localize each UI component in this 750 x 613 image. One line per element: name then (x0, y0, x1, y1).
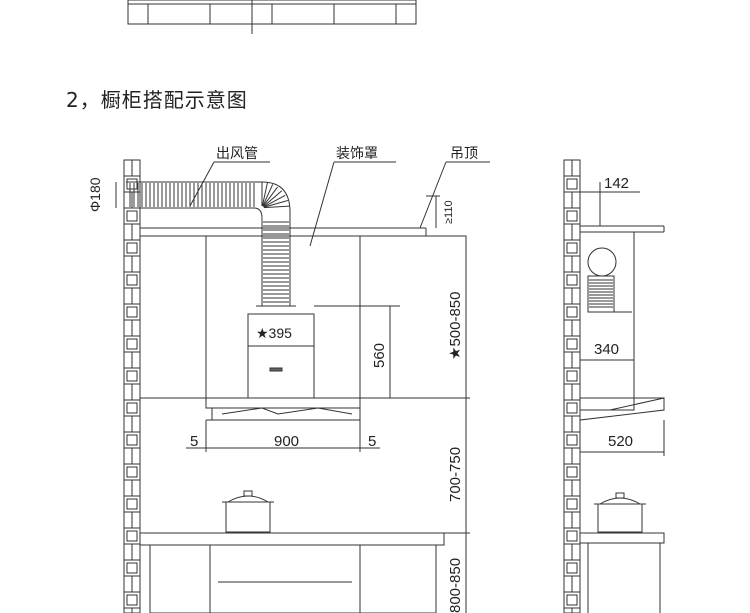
dim-side-left: 5 (190, 433, 198, 450)
dim-ceiling-gap: ≥110 (443, 200, 455, 224)
label-duct: 出风管 (216, 145, 258, 161)
side-view-hood (576, 182, 665, 613)
dim-hood-height: 560 (371, 343, 388, 368)
dim-hood-width: 900 (274, 433, 299, 450)
base-cabinet (139, 532, 445, 613)
brick-wall-side (563, 159, 581, 613)
dim-cooktop-height: 700-750 (447, 447, 464, 502)
label-ceiling: 吊顶 (450, 145, 478, 161)
ceiling-structure (139, 227, 470, 399)
top-brick-wall (127, 0, 417, 34)
brick-wall-left (123, 159, 141, 613)
dim-side-depth-cover: 340 (594, 341, 619, 358)
exhaust-duct (126, 181, 291, 306)
side-duct-bellows (589, 279, 613, 308)
label-cover: 装饰罩 (336, 145, 378, 161)
dim-duct-diameter: Φ180 (87, 177, 103, 212)
front-dimension-lines (115, 182, 470, 613)
dim-side-outlet: 142 (604, 175, 629, 192)
dim-mount-range: ★500-850 (447, 292, 464, 361)
section-title: 2，橱柜搭配示意图 (66, 88, 248, 112)
dim-counter-height: 800-850 (447, 558, 464, 613)
cooking-pot-front (210, 490, 290, 534)
range-hood-body (205, 397, 361, 421)
dim-cover-height: ★395 (256, 325, 292, 341)
dim-side-depth-hood: 520 (608, 433, 633, 450)
callout-leaders (189, 161, 490, 247)
dim-side-right: 5 (368, 433, 376, 450)
